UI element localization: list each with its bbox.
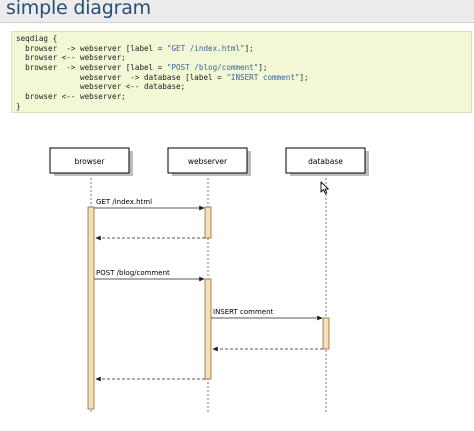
code-line: browser <-- webserver; — [16, 92, 309, 102]
actor-label-webserver: webserver — [188, 157, 228, 166]
sequence-diagram: browser webserver database GET /index.ht… — [49, 147, 369, 414]
actor-webserver: webserver — [167, 147, 251, 176]
code-line: webserver -> database [label = "INSERT c… — [16, 73, 309, 83]
message-label: GET /index.html — [96, 198, 152, 206]
message-label: INSERT comment — [213, 308, 274, 316]
code-line: } — [16, 102, 309, 112]
code-string: "INSERT comment" — [226, 72, 300, 82]
page-header: simple diagram — [0, 0, 474, 23]
activation-database — [322, 317, 330, 350]
code-string: "GET /index.html" — [166, 43, 245, 53]
code-text: browser <-- webserver; — [16, 53, 126, 63]
code-text: browser -> webserver [label = — [16, 63, 167, 73]
message-label: POST /blog/comment — [96, 269, 170, 277]
code-line: seqdiag { — [16, 34, 309, 44]
code-text: ]; — [244, 43, 254, 53]
code-line: webserver <-- database; — [16, 82, 309, 92]
code-text: ]; — [258, 63, 268, 73]
actor-label-browser: browser — [74, 157, 105, 166]
mouse-pointer-icon — [320, 181, 329, 195]
code-text: ]; — [299, 72, 309, 82]
page-title: simple diagram — [6, 0, 151, 19]
code-string: "POST /blog/comment" — [166, 63, 259, 73]
code-text: } — [16, 101, 21, 111]
code-line: browser -> webserver [label = "GET /inde… — [16, 44, 309, 54]
code-line: browser <-- webserver; — [16, 53, 309, 63]
code-listing: seqdiag { browser -> webserver [label = … — [16, 34, 309, 112]
code-line: browser -> webserver [label = "POST /blo… — [16, 63, 309, 73]
actor-label-database: database — [308, 157, 343, 166]
activation-browser — [87, 206, 95, 410]
activation-webserver-2 — [204, 278, 212, 380]
actor-browser: browser — [49, 147, 133, 176]
code-text: seqdiag { — [16, 34, 58, 43]
code-block: seqdiag { browser -> webserver [label = … — [11, 31, 472, 113]
code-text: webserver -> database [label = — [16, 72, 227, 82]
activation-webserver-1 — [204, 206, 212, 239]
code-text: browser <-- webserver; — [16, 92, 126, 102]
code-text: webserver <-- database; — [16, 82, 186, 92]
actor-database: database — [285, 147, 369, 176]
code-text: browser -> webserver [label = — [16, 43, 167, 53]
